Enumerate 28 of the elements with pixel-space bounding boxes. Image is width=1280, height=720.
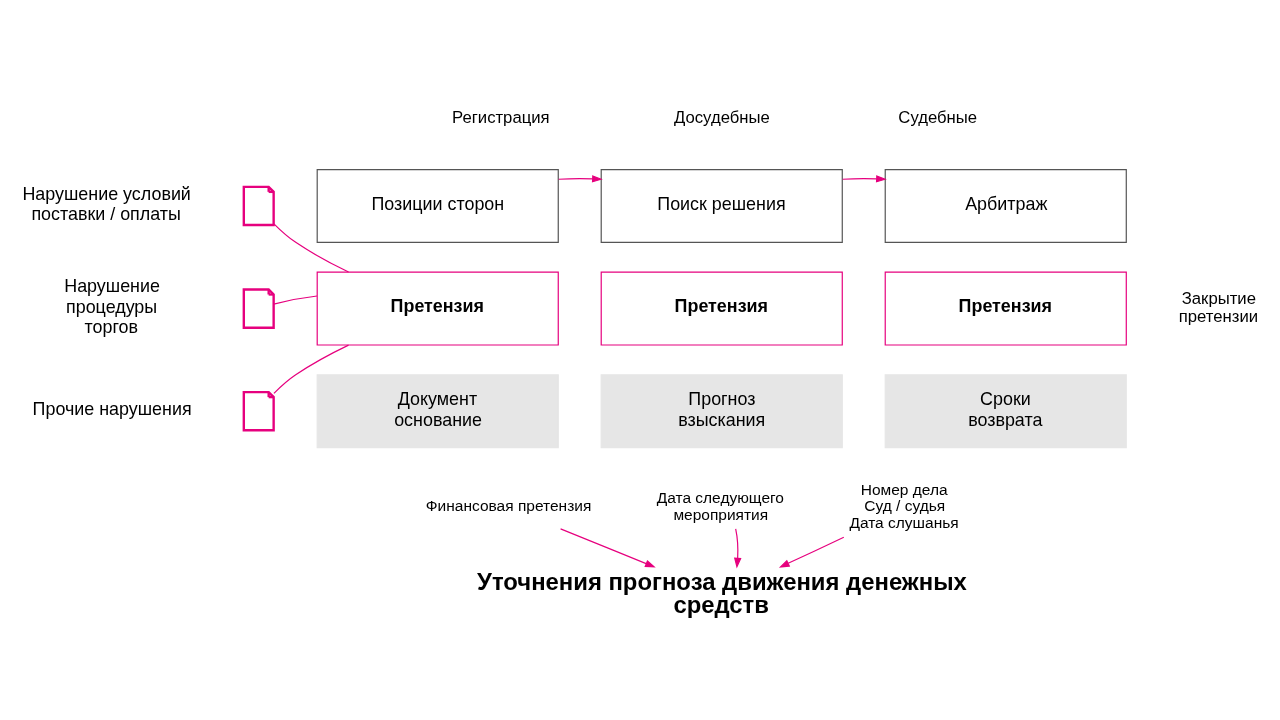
node-box: Сроки возврата [884, 373, 1127, 448]
label: Судебные [898, 107, 978, 127]
node-text: Уточнения прогноза движения денежных средств [477, 567, 967, 618]
connector [273, 344, 350, 394]
node-box: Претензия [884, 271, 1127, 346]
node-box: Поиск решения [600, 168, 843, 243]
node-box: Позиции сторон [316, 168, 559, 243]
connector [273, 294, 318, 305]
node-box: Претензия [600, 271, 843, 346]
node-text: Нарушение процедуры торгов [64, 275, 160, 337]
connector [273, 222, 350, 273]
node-box: Документ основание [316, 373, 559, 448]
node-text: Финансовая претензия [425, 496, 592, 514]
arrow [842, 174, 887, 183]
label: Досудебные [674, 107, 770, 127]
node-text: Прочие нарушения [32, 398, 192, 419]
node-box: Прогноз взыскания [600, 373, 843, 448]
node-text: Номер дела Суд / судья Дата слушанья [849, 480, 959, 531]
arrow [560, 527, 656, 568]
arrow [778, 536, 845, 568]
node-text: Дата следующего мероприятия [656, 488, 784, 523]
arrow [558, 174, 603, 183]
node-text: Нарушение условий поставки / оплаты [22, 183, 191, 224]
label: Закрытие претензии [1178, 288, 1259, 326]
node-box: Претензия [316, 271, 559, 346]
node-box: Арбитраж [884, 168, 1127, 243]
arrow [733, 527, 742, 568]
label: Регистрация [452, 107, 550, 127]
